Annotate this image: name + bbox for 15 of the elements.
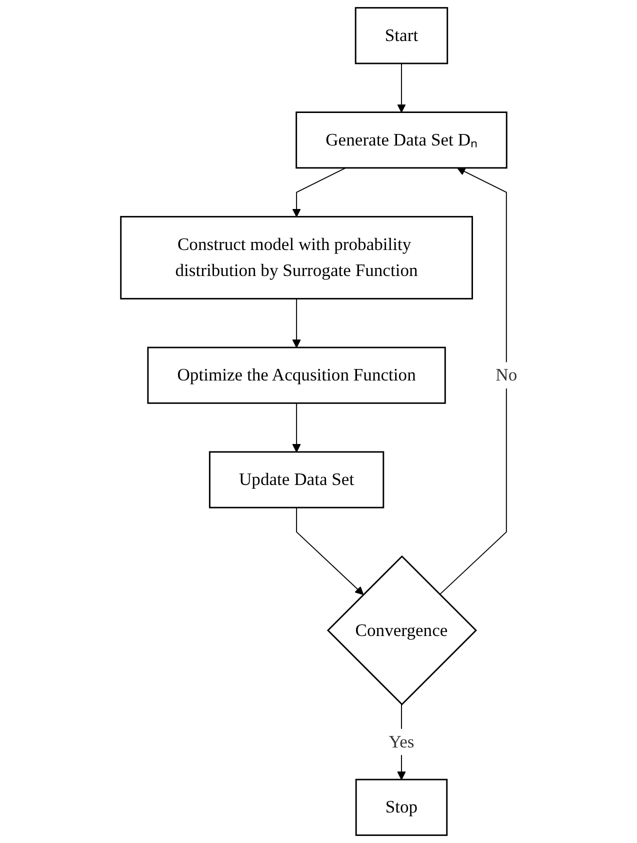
arrow [396,62,406,113]
node-box: Start [354,7,448,64]
edge-label: No [495,365,517,385]
arrow [296,507,364,595]
node-box: Generate Data Set Dₙ [295,112,507,169]
node-box: Update Data Set [208,451,384,508]
arrow [438,167,506,596]
node-box: Construct model with probability distribution by Surrogate Function [120,216,472,300]
node-box: Optimize the Acqusition Function [146,346,446,404]
arrow [292,298,300,348]
edge-label: Yes [388,732,414,752]
node-box: Stop [354,778,448,836]
node-diamond: Convergence [326,555,477,706]
arrow [292,167,346,218]
arrow [292,402,300,452]
